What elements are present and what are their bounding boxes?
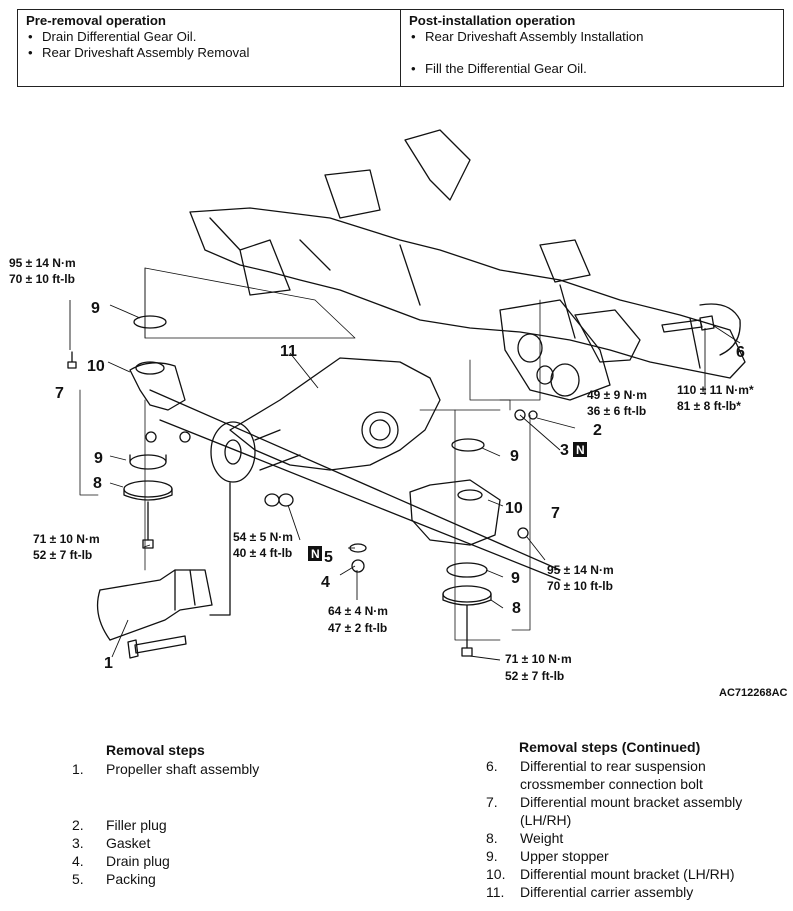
torque-ftlb: 70 ± 10 ft-lb xyxy=(547,579,613,593)
label-part-9-b: 9 xyxy=(94,450,103,467)
label-part-9-c: 9 xyxy=(510,448,519,465)
label-part-10-left: 10 xyxy=(87,358,105,375)
label-part-2: 2 xyxy=(593,422,602,439)
label-part-4: 4 xyxy=(321,574,330,591)
torque-ftlb: 70 ± 10 ft-lb xyxy=(9,272,75,286)
label-part-11: 11 xyxy=(280,343,297,360)
mount-bracket-right xyxy=(409,479,501,546)
torque-ftlb: 36 ± 6 ft-lb xyxy=(587,404,646,418)
removal-steps-right: Removal steps (Continued) 6.Differential… xyxy=(486,738,761,901)
step-item: 7.Differential mount bracket assembly (L… xyxy=(486,794,743,828)
torque-ftlb: 40 ± 4 ft-lb xyxy=(233,546,292,560)
crossmember-drawing xyxy=(189,207,746,379)
label-part-5: 5 xyxy=(324,549,333,566)
n-mark-text: N xyxy=(576,443,585,457)
n-mark-icon xyxy=(308,546,322,561)
removal-steps-title: Removal steps xyxy=(106,742,205,758)
step-item: 1.Propeller shaft assembly xyxy=(72,761,260,777)
label-part-8-left: 8 xyxy=(93,475,102,492)
label-part-1: 1 xyxy=(104,655,113,672)
torque-ftlb: 52 ± 7 ft-lb xyxy=(505,669,564,683)
step-item: 9.Upper stopper xyxy=(486,848,609,864)
label-part-9-d: 9 xyxy=(511,570,520,587)
torque-nm: 110 ± 11 N·m* xyxy=(677,383,754,397)
label-part-3: 3 xyxy=(560,442,569,459)
differential-carrier-drawing xyxy=(229,357,441,471)
step-item: 2.Filler plug xyxy=(72,817,167,833)
torque-ftlb: 81 ± 8 ft-lb* xyxy=(677,399,741,413)
label-part-10-right: 10 xyxy=(505,500,523,517)
torque-ftlb: 52 ± 7 ft-lb xyxy=(33,548,92,562)
post-installation-title: Post-installation operation xyxy=(409,13,576,28)
step-item: 11.Differential carrier assembly xyxy=(486,884,694,900)
step-item: 5.Packing xyxy=(72,871,156,887)
pre-removal-title: Pre-removal operation xyxy=(26,13,166,28)
n-mark-text: N xyxy=(311,547,320,561)
torque-nm: 49 ± 9 N·m xyxy=(587,388,647,402)
label-part-6: 6 xyxy=(736,344,745,361)
pre-removal-column: Pre-removal operation Drain Differential… xyxy=(18,10,400,86)
operations-table: Pre-removal operation Drain Differential… xyxy=(17,9,784,87)
mount-bracket-left xyxy=(129,362,186,411)
label-part-8-right: 8 xyxy=(512,600,521,617)
torque-nm: 95 ± 14 N·m xyxy=(9,256,76,270)
removal-steps-continued-title: Removal steps (Continued) xyxy=(519,739,701,755)
step-item: 10.Differential mount bracket (LH/RH) xyxy=(486,866,735,882)
pre-removal-item: Rear Driveshaft Assembly Removal xyxy=(26,45,392,61)
label-part-7-right: 7 xyxy=(551,505,560,522)
torque-nm: 54 ± 5 N·m xyxy=(233,530,293,544)
torque-nm: 64 ± 4 N·m xyxy=(328,604,388,618)
differential-exploded-diagram: 1 2 3 N 4 N 5 6 7 7 8 8 9 9 9 9 10 10 11… xyxy=(9,129,788,699)
step-item: 4.Drain plug xyxy=(72,853,170,869)
removal-steps-left: Removal steps 1.Propeller shaft assembly… xyxy=(72,741,372,888)
label-part-9-a: 9 xyxy=(91,300,100,317)
pre-removal-item: Drain Differential Gear Oil. xyxy=(26,29,392,45)
step-item: 8.Weight xyxy=(486,830,564,846)
post-installation-column: Post-installation operation Rear Drivesh… xyxy=(400,10,783,86)
step-item: 6.Differential to rear suspension crossm… xyxy=(486,758,706,792)
post-installation-item: Fill the Differential Gear Oil. xyxy=(409,61,775,77)
n-mark-icon xyxy=(573,442,587,457)
torque-nm: 71 ± 10 N·m xyxy=(33,532,100,546)
propeller-shaft-drawing xyxy=(99,569,213,641)
torque-ftlb: 47 ± 2 ft-lb xyxy=(328,621,387,635)
torque-nm: 71 ± 10 N·m xyxy=(505,652,572,666)
post-installation-item: Rear Driveshaft Assembly Installation xyxy=(409,29,775,45)
torque-nm: 95 ± 14 N·m xyxy=(547,563,614,577)
label-part-7-left: 7 xyxy=(55,385,64,402)
step-item: 3.Gasket xyxy=(72,835,151,851)
figure-code: AC712268AC xyxy=(719,687,788,699)
